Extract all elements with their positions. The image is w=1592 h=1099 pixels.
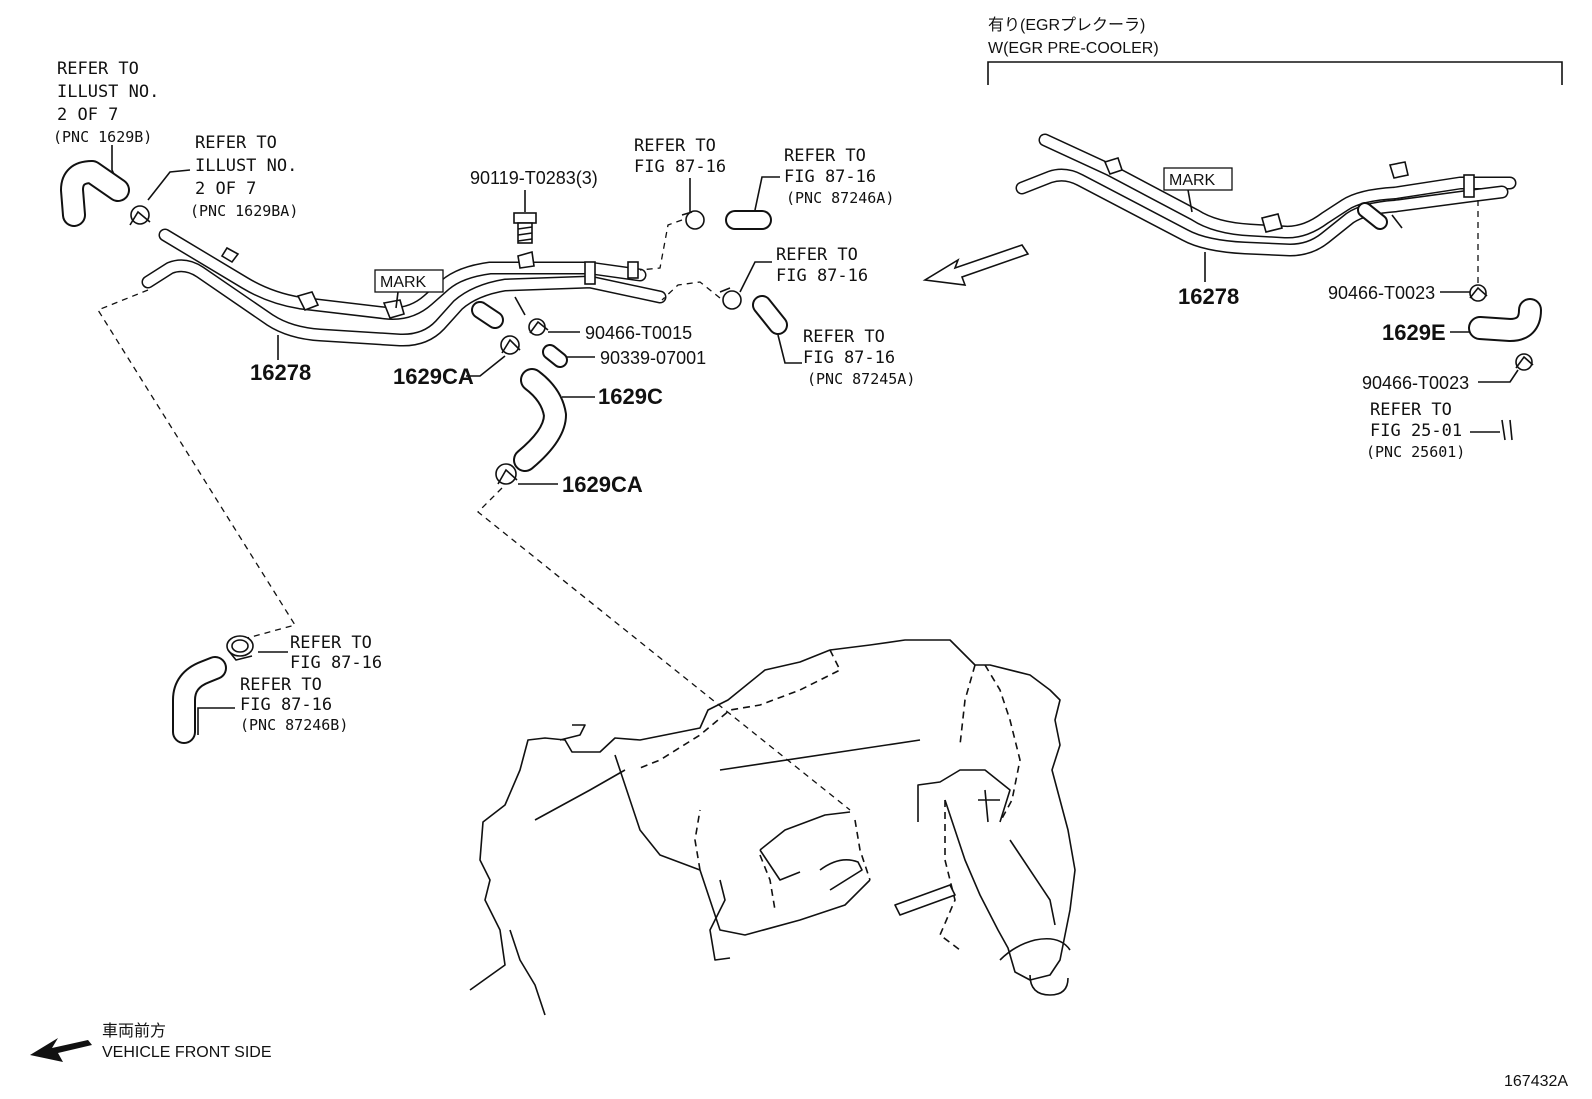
clamp-90466-t0023-bottom <box>1515 353 1534 371</box>
ref-line: ILLUST NO. <box>57 82 159 102</box>
clamp-90466-t0023-top <box>1469 284 1488 302</box>
dashed-connection <box>661 281 721 301</box>
part-1629ca-bottom: 1629CA <box>562 472 643 497</box>
part-90119-t0283: 90119-T0283(3) <box>470 168 598 188</box>
leader-line <box>147 169 191 201</box>
ref-line: REFER TO <box>784 146 866 166</box>
hose-1629c <box>513 368 567 472</box>
ref-line: FIG 25-01 <box>1370 421 1462 441</box>
refer-fig-87-16-pnc-87245a: REFER TO FIG 87-16 (PNC 87245A) <box>803 327 915 388</box>
ref-line: (PNC 25601) <box>1366 443 1465 461</box>
mark-left: MARK <box>374 269 444 309</box>
vehicle-front-label-jp: 車両前方 <box>102 1022 166 1040</box>
egr-precooler-label-jp: 有り(EGRプレクーラ) <box>988 16 1145 34</box>
vehicle-front-label-en: VEHICLE FRONT SIDE <box>102 1044 272 1061</box>
egr-precooler-label-en: W(EGR PRE-COOLER) <box>988 40 1159 57</box>
refer-fig-25-01: REFER TO FIG 25-01 (PNC 25601) <box>1366 400 1465 461</box>
ref-line: FIG 87-16 <box>776 266 868 286</box>
refer-fig-87-16-a: REFER TO FIG 87-16 <box>634 136 726 177</box>
leader-line <box>1478 369 1519 383</box>
clamp-1629ca-bottom <box>495 463 518 485</box>
part-1629ca-top: 1629CA <box>393 364 474 389</box>
leader-line <box>197 707 235 735</box>
clamp-fig-87-16-c <box>226 635 254 661</box>
refer-illust-1629ba: REFER TO ILLUST NO. 2 OF 7 (PNC 1629BA) <box>190 133 298 220</box>
ref-line: 2 OF 7 <box>57 105 118 125</box>
part-1629c: 1629C <box>598 384 663 409</box>
part-16278-right: 16278 <box>1178 284 1239 309</box>
water-pipe-16278-left <box>141 228 667 347</box>
ref-line: (PNC 1629BA) <box>190 202 298 220</box>
ref-line: (PNC 87246A) <box>786 189 894 207</box>
part-90466-t0023-bottom: 90466-T0023 <box>1362 373 1469 393</box>
ref-line: ILLUST NO. <box>195 156 297 176</box>
hose-1629b <box>60 160 130 227</box>
leader-line <box>739 261 772 293</box>
engine-outline <box>469 639 1076 1016</box>
ref-line: REFER TO <box>803 327 885 347</box>
dashed-connection <box>477 487 851 811</box>
ref-line: REFER TO <box>1370 400 1452 420</box>
refer-fig-87-16-pnc-87246a: REFER TO FIG 87-16 (PNC 87246A) <box>784 146 894 207</box>
ref-line: FIG 87-16 <box>803 348 895 368</box>
clamp-1629ba <box>129 205 151 226</box>
leader-line <box>754 176 780 211</box>
refer-fig-87-16-c: REFER TO FIG 87-16 <box>290 633 382 673</box>
part-90339-07001: 90339-07001 <box>600 348 706 368</box>
ref-line: REFER TO <box>195 133 277 153</box>
ref-line: REFER TO <box>290 633 372 653</box>
clamp-fig-87-16-a <box>681 210 705 230</box>
bolt-90119 <box>513 212 537 244</box>
dashed-connection <box>639 219 683 271</box>
ref-line: (PNC 87245A) <box>807 370 915 388</box>
clamp-fig-87-16-b <box>719 287 742 310</box>
ref-line: (PNC 1629B) <box>53 128 152 146</box>
water-pipe-16278-right <box>1015 133 1517 257</box>
leader-line <box>466 355 506 377</box>
egr-precooler-bracket <box>987 61 1563 85</box>
refer-fig-87-16-pnc-87246b: REFER TO FIG 87-16 (PNC 87246B) <box>240 675 348 734</box>
mark-label: MARK <box>380 274 427 291</box>
ref-line: 2 OF 7 <box>195 179 256 199</box>
ref-line: FIG 87-16 <box>240 695 332 715</box>
clamp-90466-t0015 <box>528 318 549 336</box>
refer-fig-87-16-b: REFER TO FIG 87-16 <box>776 245 868 286</box>
hose-1629e <box>1468 298 1542 342</box>
hose-87246b <box>172 656 227 744</box>
ref-line: REFER TO <box>634 136 716 156</box>
clamp-1629ca-top <box>500 335 521 355</box>
hose-stub-87245a <box>752 295 788 335</box>
ref-line: FIG 87-16 <box>634 157 726 177</box>
ref-line: REFER TO <box>776 245 858 265</box>
pipe-90339-07001 <box>542 344 568 368</box>
ref-line: REFER TO <box>240 675 322 695</box>
mark-label: MARK <box>1169 172 1216 189</box>
ref-line: (PNC 87246B) <box>240 716 348 734</box>
direction-arrow-left-icon <box>922 244 1030 286</box>
pipe-stub-25601 <box>1501 419 1513 441</box>
part-1629e: 1629E <box>1382 320 1446 345</box>
ref-line: REFER TO <box>57 59 139 79</box>
part-16278-left: 16278 <box>250 360 311 385</box>
ref-line: FIG 87-16 <box>290 653 382 673</box>
refer-illust-1629b: REFER TO ILLUST NO. 2 OF 7 (PNC 1629B) <box>53 59 159 146</box>
leader-line <box>777 334 802 364</box>
part-90466-t0023-top: 90466-T0023 <box>1328 283 1435 303</box>
part-90466-t0015: 90466-T0015 <box>585 323 692 343</box>
vehicle-front-arrow-icon <box>30 1038 92 1062</box>
ref-line: FIG 87-16 <box>784 167 876 187</box>
mark-right: MARK <box>1163 167 1233 213</box>
dashed-connection <box>97 289 297 641</box>
illustration-number: 167432A <box>1504 1073 1568 1090</box>
